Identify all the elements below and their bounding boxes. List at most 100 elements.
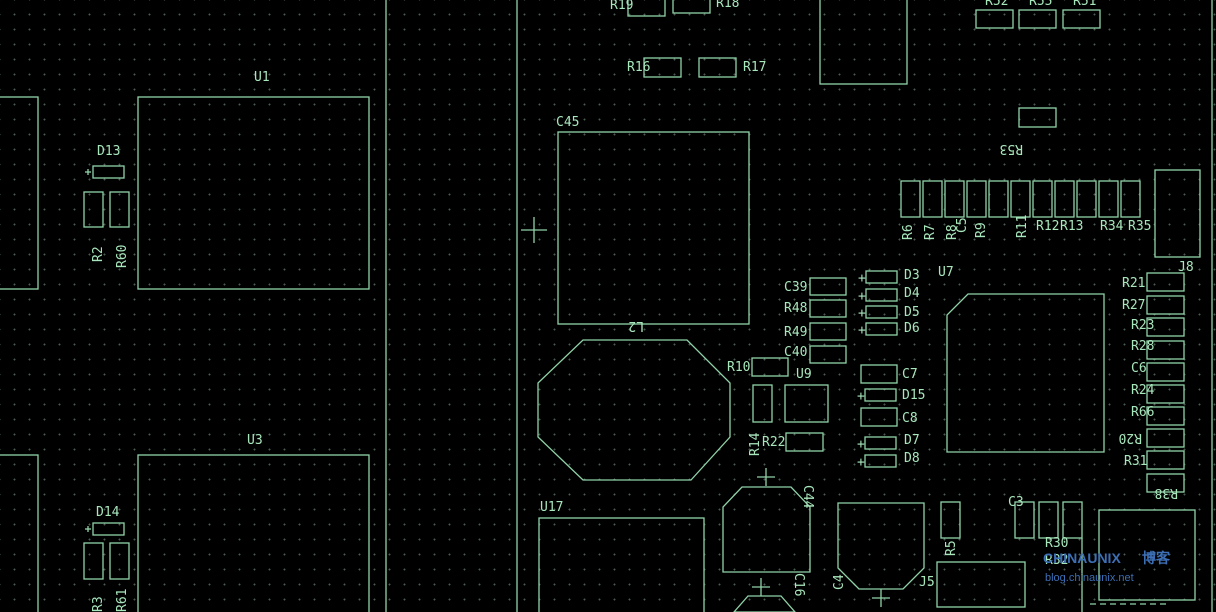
diode-d5-plus: + [858, 306, 866, 321]
resistor-r13[interactable] [1054, 180, 1075, 218]
label-d8: D8 [904, 451, 920, 466]
component-top-box[interactable] [819, 0, 908, 85]
label-c4: C4 [832, 574, 847, 590]
resistor-r17[interactable] [698, 57, 737, 78]
label-r18: R18 [716, 0, 739, 11]
label-r31: R31 [1124, 454, 1147, 469]
label-c5: C5 [955, 217, 970, 233]
diode-d3[interactable] [865, 270, 898, 284]
capacitor-c16[interactable] [733, 595, 796, 612]
label-r51: R51 [1073, 0, 1096, 9]
label-r61: R61 [115, 589, 130, 612]
resistor-r10[interactable] [751, 357, 789, 377]
resistor-r49[interactable] [809, 322, 847, 341]
label-r53: R53 [1000, 141, 1023, 156]
resistor-r5[interactable] [940, 501, 961, 539]
resistor-r9[interactable] [988, 180, 1009, 218]
label-c39: C39 [784, 280, 807, 295]
diode-d5[interactable] [865, 305, 898, 319]
label-r17: R17 [743, 60, 766, 75]
label-r35: R35 [1128, 219, 1151, 234]
diode-d6[interactable] [865, 322, 898, 336]
chip-u3[interactable] [137, 454, 370, 612]
label-c8: C8 [902, 411, 918, 426]
resistor-r24[interactable] [1146, 384, 1185, 404]
resistor-r32[interactable] [1062, 501, 1083, 539]
resistor-r3[interactable] [83, 542, 104, 580]
capacitor-c4[interactable] [837, 502, 925, 590]
resistor-r14[interactable] [752, 384, 773, 423]
resistor-r30[interactable] [1038, 501, 1059, 539]
capacitor-c6[interactable] [1146, 362, 1185, 382]
resistor-r51[interactable] [1062, 9, 1101, 29]
resistor-r19[interactable] [627, 0, 666, 17]
diode-d13[interactable] [92, 165, 125, 179]
resistor-r23[interactable] [1146, 317, 1185, 337]
resistor-r16[interactable] [643, 57, 682, 78]
resistor-r48[interactable] [809, 299, 847, 318]
inductor-l2[interactable] [537, 339, 731, 481]
label-r49: R49 [784, 325, 807, 340]
label-r9: R9 [974, 222, 989, 238]
watermark-brand: CHINAUNIX [1043, 550, 1121, 566]
resistor-r55[interactable] [1018, 9, 1057, 29]
resistor-r12[interactable] [1032, 180, 1053, 218]
label-r48: R48 [784, 301, 807, 316]
diode-d7[interactable] [864, 436, 897, 450]
resistor-r6[interactable] [900, 180, 921, 218]
connector-j5[interactable] [936, 561, 1026, 608]
chip-u7[interactable] [946, 293, 1105, 453]
resistor-r31[interactable] [1146, 450, 1185, 470]
resistor-r66[interactable] [1146, 406, 1185, 426]
label-r20: R20 [1119, 430, 1142, 445]
resistor-r7[interactable] [922, 180, 943, 218]
resistor-r8[interactable] [944, 180, 965, 218]
capacitor-c7[interactable] [860, 364, 898, 384]
chip-u17[interactable] [538, 517, 705, 612]
diode-d8-plus: + [857, 455, 865, 470]
connector-j8[interactable] [1154, 169, 1201, 258]
label-u3: U3 [247, 433, 263, 448]
resistor-r28[interactable] [1146, 340, 1185, 360]
chip-u9[interactable] [784, 384, 829, 423]
resistor-r53[interactable] [1018, 107, 1057, 128]
resistor-r18[interactable] [672, 0, 711, 14]
capacitor-c39[interactable] [809, 277, 847, 296]
diode-d4[interactable] [865, 288, 898, 302]
resistor-r52[interactable] [975, 9, 1014, 29]
component-bottom-right[interactable] [1098, 509, 1196, 601]
resistor-r34a[interactable] [1076, 180, 1097, 218]
watermark-url: blog.chinaunix.net [1045, 572, 1134, 584]
capacitor-c44[interactable] [722, 486, 811, 573]
label-c6: C6 [1131, 361, 1147, 376]
resistor-r60[interactable] [109, 191, 130, 228]
diode-d4-plus: + [858, 289, 866, 304]
resistor-r2[interactable] [83, 191, 104, 228]
capacitor-c8[interactable] [860, 407, 898, 427]
resistor-r35[interactable] [1120, 180, 1141, 218]
resistor-r21[interactable] [1146, 272, 1185, 292]
diode-d15[interactable] [864, 388, 897, 402]
label-d4: D4 [904, 286, 920, 301]
chip-u1[interactable] [137, 96, 370, 290]
label-d13: D13 [97, 144, 120, 159]
resistor-r22[interactable] [785, 432, 824, 452]
resistor-r11[interactable] [1010, 180, 1031, 218]
resistor-r34[interactable] [1098, 180, 1119, 218]
diode-d14[interactable] [92, 522, 125, 536]
capacitor-c45[interactable] [557, 131, 750, 325]
resistor-r61[interactable] [109, 542, 130, 580]
capacitor-c40[interactable] [809, 345, 847, 364]
watermark: CHINAUNIX 博客 blog.chinaunix.net [1043, 550, 1171, 584]
diode-d8[interactable] [864, 454, 897, 468]
label-r55: R55 [1029, 0, 1052, 9]
resistor-r20[interactable] [1146, 428, 1185, 448]
resistor-r27[interactable] [1146, 295, 1185, 315]
label-c3: C3 [1008, 495, 1024, 510]
resistor-r38[interactable] [1146, 473, 1185, 493]
label-d14: D14 [96, 505, 120, 520]
capacitor-c3[interactable] [1014, 501, 1035, 539]
capacitor-c5[interactable] [966, 180, 987, 218]
label-u1: U1 [254, 70, 270, 85]
